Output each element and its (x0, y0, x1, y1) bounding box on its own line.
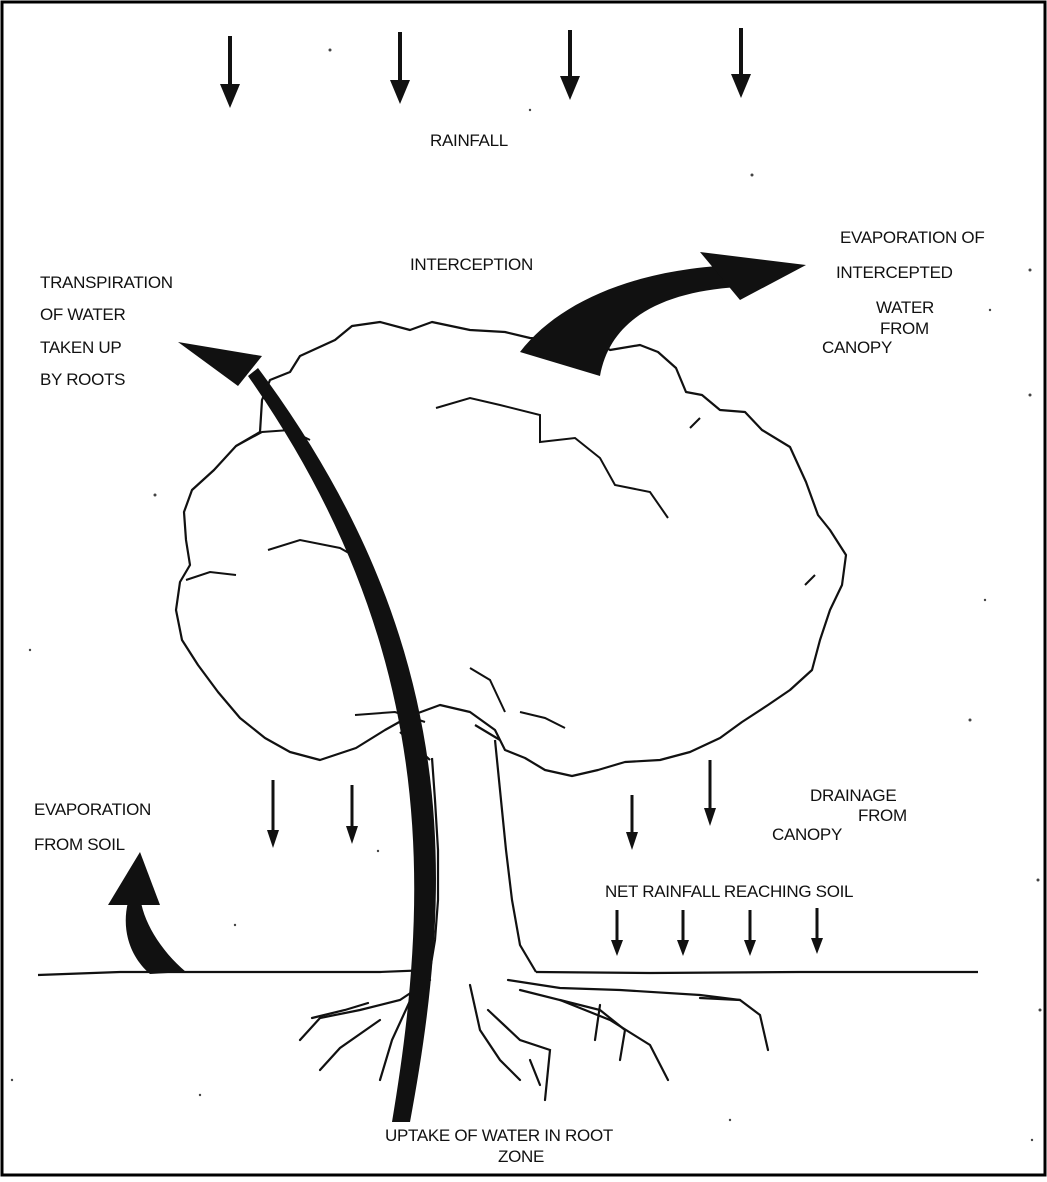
label-interception: INTERCEPTION (410, 255, 533, 274)
label-transpiration-line-4: BY ROOTS (40, 370, 125, 389)
label-evap-soil-line-1: EVAPORATION (34, 800, 151, 819)
label-transpiration: TRANSPIRATION OF WATER TAKEN UP BY ROOTS (40, 273, 173, 389)
canopy-detail-lines (186, 398, 815, 728)
label-evap-intercepted-line-5: CANOPY (822, 338, 892, 357)
drip-arrow (346, 785, 358, 844)
drainage-arrows (267, 760, 716, 850)
tree-roots (300, 980, 768, 1100)
net-rain-arrow (744, 910, 756, 956)
rain-arrow (560, 30, 580, 100)
label-net-rainfall: NET RAINFALL REACHING SOIL (605, 882, 853, 901)
label-evap-intercepted-line-3: WATER (876, 298, 934, 317)
label-transpiration-line-1: TRANSPIRATION (40, 273, 173, 292)
net-rain-arrow (611, 910, 623, 956)
label-evap-intercepted-line-4: FROM (880, 319, 929, 338)
drip-arrow (267, 780, 279, 848)
label-drainage-line-3: CANOPY (772, 825, 842, 844)
drip-arrow (704, 760, 716, 826)
transpiration-arrow (178, 342, 436, 1122)
evap-soil-arrow (108, 852, 186, 974)
label-uptake-line-2: ZONE (498, 1147, 544, 1166)
label-drainage: DRAINAGE FROM CANOPY (772, 786, 907, 844)
tree-canopy (176, 322, 846, 776)
label-evap-intercepted-line-1: EVAPORATION OF (840, 228, 984, 247)
label-evap-soil-line-2: FROM SOIL (34, 835, 125, 854)
net-rain-arrow (811, 908, 823, 954)
net-rain-arrow (677, 910, 689, 956)
label-drainage-line-2: FROM (858, 806, 907, 825)
rain-arrow (220, 36, 240, 108)
rain-arrow (731, 28, 751, 98)
label-uptake-line-1: UPTAKE OF WATER IN ROOT (385, 1126, 613, 1145)
label-evap-intercepted-line-2: INTERCEPTED (836, 263, 953, 282)
net-rainfall-arrows (611, 908, 823, 956)
scan-speckles (11, 49, 1042, 1142)
rainfall-arrows (220, 28, 751, 108)
label-evap-intercepted: EVAPORATION OF INTERCEPTED WATER FROM CA… (822, 228, 984, 357)
drip-arrow (626, 795, 638, 850)
label-transpiration-line-3: TAKEN UP (40, 338, 121, 357)
label-evap-soil: EVAPORATION FROM SOIL (34, 800, 151, 854)
rain-arrow (390, 32, 410, 104)
label-transpiration-line-2: OF WATER (40, 305, 125, 324)
label-uptake: UPTAKE OF WATER IN ROOT ZONE (385, 1126, 613, 1166)
label-rainfall: RAINFALL (430, 131, 508, 150)
label-drainage-line-1: DRAINAGE (810, 786, 896, 805)
